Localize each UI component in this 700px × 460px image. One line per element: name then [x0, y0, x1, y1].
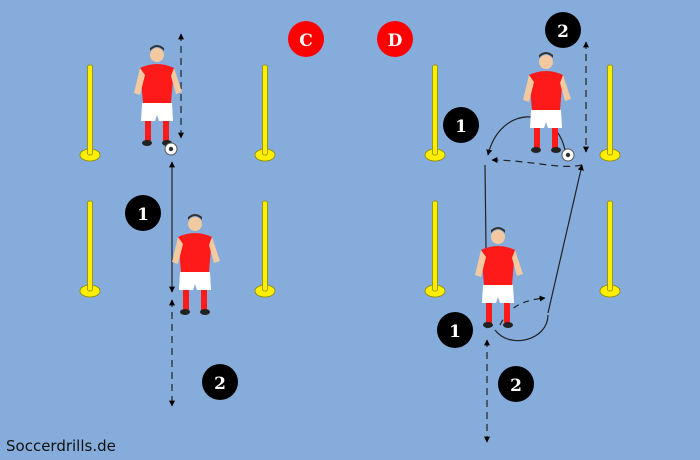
- pass-arrow: [547, 164, 584, 314]
- pole: [254, 200, 276, 298]
- step-marker: 2: [202, 364, 238, 400]
- dribble-curve: [486, 116, 566, 156]
- svg-text:D: D: [388, 31, 403, 51]
- svg-text:2: 2: [510, 376, 522, 396]
- dashed-run-arrow: [499, 295, 546, 326]
- ball-icon: [561, 148, 575, 162]
- pole: [79, 200, 101, 298]
- svg-text:2: 2: [557, 22, 569, 42]
- svg-text:2: 2: [214, 374, 226, 394]
- player: [172, 214, 220, 315]
- drill-badge-d: D: [377, 21, 413, 57]
- step-marker: 1: [437, 312, 473, 348]
- dribble-curve: [494, 314, 549, 342]
- pole: [599, 200, 621, 298]
- step-marker: 1: [125, 195, 161, 231]
- svg-text:1: 1: [137, 205, 149, 225]
- pole: [424, 200, 446, 298]
- player: [134, 45, 182, 146]
- step-marker: 2: [498, 366, 534, 402]
- player: [523, 52, 571, 153]
- pole: [599, 64, 621, 162]
- pole: [424, 64, 446, 162]
- drill-badge-c: C: [288, 21, 324, 57]
- step-marker: 1: [443, 107, 479, 143]
- watermark: Soccerdrills.de: [6, 437, 116, 455]
- dashed-run-arrow: [491, 157, 583, 167]
- drill-c-paths: [169, 33, 184, 407]
- svg-text:1: 1: [455, 117, 467, 137]
- svg-text:1: 1: [449, 322, 461, 342]
- svg-text:C: C: [299, 31, 313, 51]
- step-marker: 2: [545, 12, 581, 48]
- player: [475, 227, 523, 328]
- ball-icon: [164, 142, 178, 156]
- pole: [254, 64, 276, 162]
- pole: [79, 64, 101, 162]
